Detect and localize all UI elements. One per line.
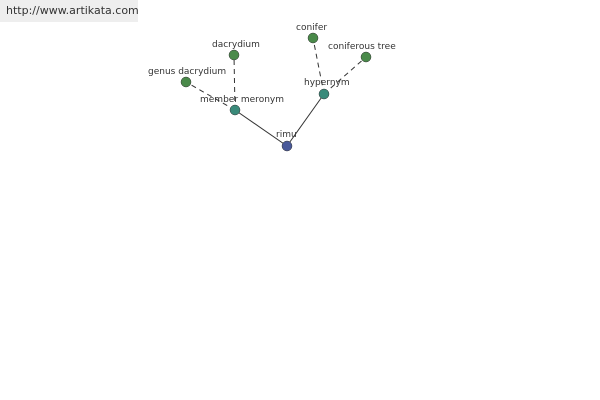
label-genus-dacrydium: genus dacrydium: [148, 67, 226, 77]
edge-member-meronym-genus-dacrydium: [185, 81, 236, 111]
node-hypernym[interactable]: [318, 88, 330, 100]
label-coniferous-tree: coniferous tree: [328, 42, 396, 52]
edge-root-hypernym: [286, 93, 325, 147]
node-coniferous-tree[interactable]: [360, 51, 372, 63]
site-url-link[interactable]: http://www.artikata.com: [6, 4, 139, 17]
node-member-meronym[interactable]: [229, 104, 241, 116]
edge-hypernym-coniferous-tree: [323, 56, 367, 95]
label-conifer: conifer: [296, 23, 327, 33]
site-banner: http://www.artikata.com: [0, 0, 139, 22]
label-hypernym: hypernym: [304, 78, 350, 88]
node-dacrydium[interactable]: [228, 49, 240, 61]
node-genus-dacrydium[interactable]: [180, 76, 192, 88]
label-member-meronym: member meronym: [200, 95, 284, 105]
edge-hypernym-conifer: [312, 37, 325, 95]
label-dacrydium: dacrydium: [212, 40, 260, 50]
node-conifer[interactable]: [307, 32, 319, 44]
edge-member-meronym-dacrydium: [233, 54, 236, 111]
node-root[interactable]: [281, 140, 293, 152]
label-root: rimu: [276, 130, 297, 140]
edge-root-member-meronym: [234, 109, 288, 147]
